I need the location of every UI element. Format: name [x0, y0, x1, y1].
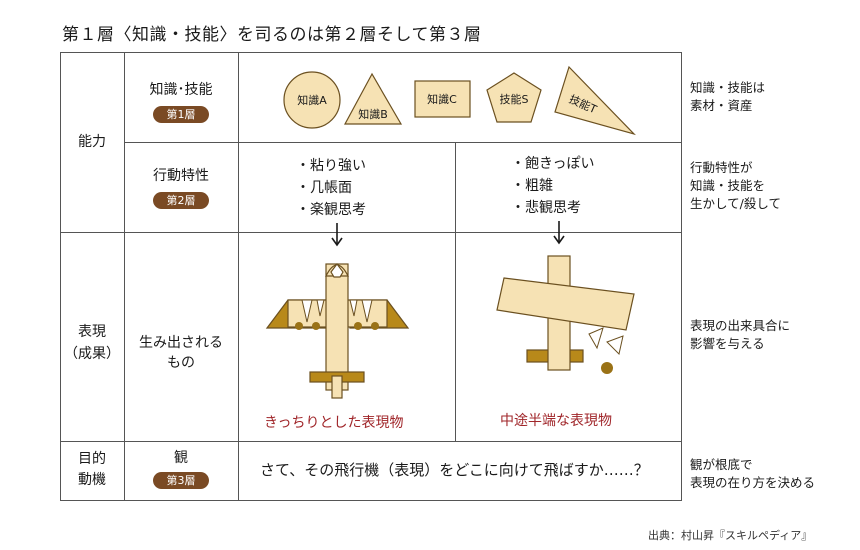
- skill-s-pentagon: [486, 72, 542, 123]
- bad-trait-3: ・悲観思考: [511, 200, 581, 216]
- bad-trait-2: ・粗雑: [511, 178, 553, 194]
- row-label-purpose-2: 動機: [78, 472, 106, 488]
- skill-t-triangle: [554, 65, 636, 136]
- knowledge-a-label: 知識A: [297, 93, 327, 107]
- good-result-text: きっちりとした表現物: [264, 415, 404, 431]
- knowledge-c-rect: [414, 80, 471, 118]
- row-label-expression-1: 表現: [78, 324, 106, 340]
- down-arrow-icon: [553, 221, 565, 245]
- side-note-knowledge: 知識・技能は 素材・資産: [690, 80, 766, 113]
- row-label-knowledge: 知識･技能: [149, 82, 213, 98]
- down-arrow-icon: [331, 223, 343, 247]
- side-note-behavior: 行動特性が 知識・技能を 生かして/殺して: [690, 160, 781, 211]
- source-citation: 出典：村山昇『スキルペディア』: [648, 529, 813, 542]
- layer-badge-1: 第1層: [153, 106, 209, 123]
- row-label-produced-1: 生み出される: [139, 335, 223, 351]
- bad-result-text: 中途半端な表現物: [500, 413, 612, 429]
- row-label-behavior: 行動特性: [153, 168, 209, 184]
- side-note-expression: 表現の出来具合に 影響を与える: [690, 318, 791, 351]
- question-text: さて、その飛行機（表現）をどこに向けて飛ばすか……？: [260, 461, 649, 479]
- layer-badge-3: 第3層: [153, 472, 209, 489]
- bad-traits-list: ・飽きっぽい ・粗雑 ・悲観思考: [511, 153, 594, 219]
- bad-trait-1: ・飽きっぽい: [511, 156, 595, 172]
- row-label-produced-2: もの: [167, 355, 195, 371]
- knowledge-b-triangle: [343, 72, 403, 125]
- page-title: 第１層〈知識・技能〉を司るのは第２層そして第３層: [62, 25, 482, 45]
- good-trait-2: ・几帳面: [296, 180, 352, 196]
- knowledge-b-label: 知識B: [358, 107, 388, 121]
- good-trait-3: ・楽観思考: [296, 202, 366, 218]
- row-label-ability: 能力: [78, 134, 106, 150]
- row-label-view: 観: [174, 450, 188, 466]
- good-traits-list: ・粘り強い ・几帳面 ・楽観思考: [296, 155, 366, 221]
- half-baked-airplane-icon: [496, 255, 635, 374]
- row-label-expression-2: （成果）: [64, 346, 120, 362]
- knowledge-c-label: 知識C: [427, 92, 457, 106]
- layer-badge-2: 第2層: [153, 192, 209, 209]
- side-note-view: 観が根底で 表現の在り方を決める: [690, 457, 816, 490]
- row-label-purpose-1: 目的: [78, 451, 106, 467]
- skill-s-label: 技能S: [500, 92, 529, 106]
- knowledge-shapes: 知識A 知識B 知識C 技能S 技能T: [283, 65, 636, 136]
- well-built-airplane-icon: [265, 263, 410, 399]
- knowledge-a-circle: [283, 71, 341, 129]
- good-trait-1: ・粘り強い: [296, 158, 366, 174]
